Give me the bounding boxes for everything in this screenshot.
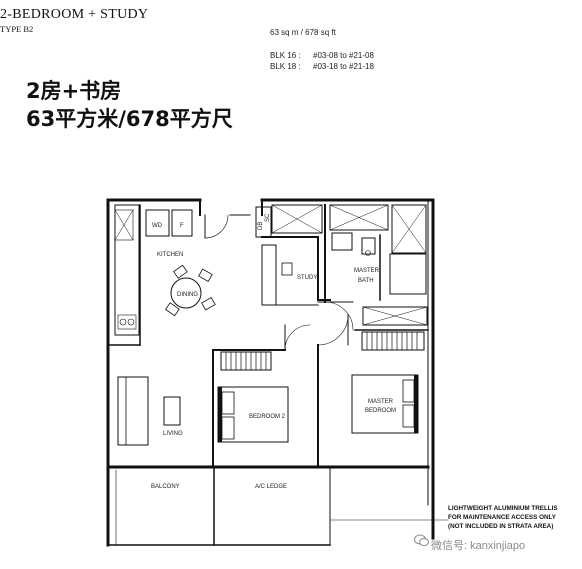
- washer-dryer: [145, 209, 170, 237]
- fridge: [171, 209, 193, 237]
- study-wall: [261, 236, 319, 301]
- room-label-master-bath: BATH: [358, 278, 374, 284]
- unit-type: TYPE B2: [0, 24, 34, 34]
- dining-table: [170, 277, 202, 309]
- cooker: [117, 314, 137, 330]
- watermark: 微信号: kanxinjiapo: [431, 540, 526, 552]
- room-label-dining: DINING: [177, 292, 198, 298]
- coffee-table: [163, 396, 181, 426]
- master-door-swing: [317, 314, 349, 346]
- planter: [329, 204, 389, 231]
- room-label-master-bedroom: MASTER: [368, 399, 394, 405]
- trellis-note: LIGHTWEIGHT ALUMINIUM TRELLIS: [448, 505, 558, 512]
- block-units: #03-18 to #21-18: [313, 62, 374, 71]
- block-label: BLK 16 :: [270, 51, 301, 60]
- room-label-bedroom2: BEDROOM 2: [249, 414, 286, 420]
- room-label-master-bath: MASTER: [354, 268, 380, 274]
- study-chair: [281, 262, 293, 276]
- dining-chair: [173, 264, 188, 279]
- room-label-balcony: BALCONY: [151, 484, 180, 490]
- trellis-note: FOR MAINTENANCE ACCESS ONLY: [448, 514, 556, 521]
- block-units: #03-08 to #21-08: [313, 51, 374, 60]
- label-sc: SC: [265, 213, 271, 222]
- bedroom2-door-swing: [284, 324, 311, 351]
- bay-window: [362, 306, 428, 326]
- shower: [389, 253, 427, 295]
- planter: [271, 204, 323, 234]
- planter: [391, 204, 427, 254]
- label-f: F: [180, 223, 184, 229]
- label-db: DB: [258, 222, 264, 230]
- room-label-ac-ledge: A/C LEDGE: [255, 484, 287, 490]
- kitchen-counter: [114, 204, 140, 336]
- bath-vanity: [331, 232, 353, 251]
- room-label-master-bedroom: BEDROOM: [365, 408, 396, 414]
- dining-chair: [201, 296, 216, 311]
- label-wd: WD: [152, 223, 163, 229]
- sofa: [117, 376, 149, 446]
- outer-wall: [260, 198, 435, 540]
- area-info: 63 sq m / 678 sq ft: [270, 28, 336, 37]
- chinese-title: 2房+书房: [26, 79, 122, 103]
- wechat-icon: [414, 534, 429, 546]
- room-label-study: STUDY: [297, 275, 317, 281]
- chinese-area: 63平方米/678平方尺: [26, 107, 233, 131]
- wardrobe: [361, 331, 425, 351]
- unit-title: 2-BEDROOM + STUDY: [0, 7, 149, 22]
- room-label-kitchen: KITCHEN: [157, 252, 183, 258]
- dining-chair: [165, 302, 180, 317]
- study-desk: [261, 244, 277, 306]
- door-swing: [204, 214, 229, 239]
- pantry: [114, 209, 134, 241]
- trellis-note: (NOT INCLUDED IN STRATA AREA): [448, 523, 554, 530]
- room-label-living: LIVING: [163, 431, 183, 437]
- bath-door-swing: [324, 301, 354, 331]
- dining-chair: [198, 268, 213, 283]
- toilet: [361, 237, 376, 255]
- block-label: BLK 18 :: [270, 62, 301, 71]
